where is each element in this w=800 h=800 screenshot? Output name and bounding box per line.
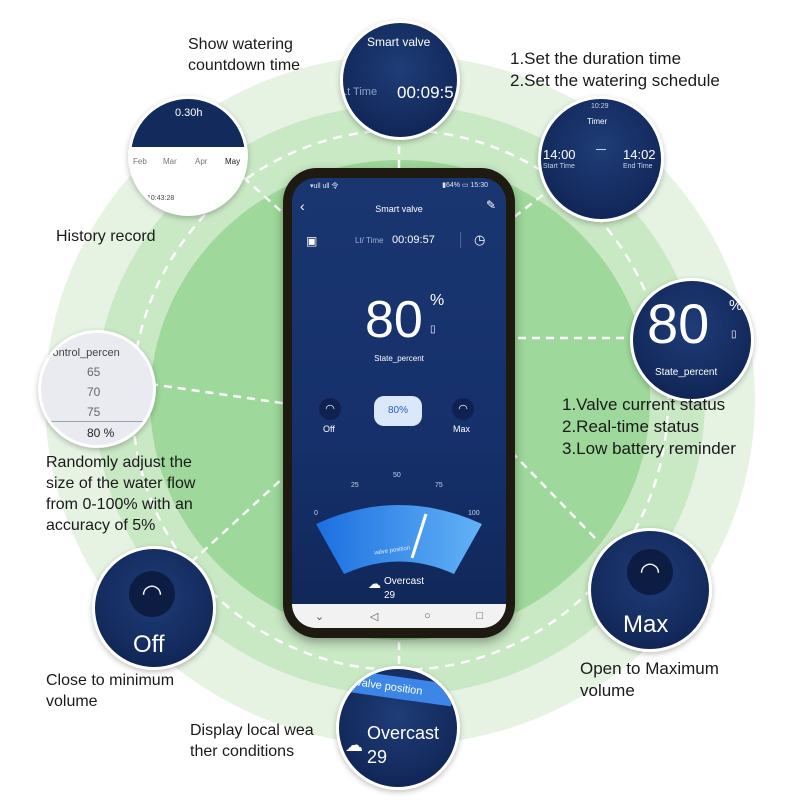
status-bar: ▾ull ull 令 ▮64% ▭ 15:30: [292, 178, 506, 192]
start-time-label: Start Time: [543, 163, 575, 170]
percent-selector[interactable]: 80%: [374, 396, 422, 426]
month-feb: Feb: [133, 157, 147, 166]
cloud-icon: ☁: [368, 576, 381, 591]
countdown-bubble: Smart valve Lt Time 00:09:5: [340, 20, 460, 140]
back-icon[interactable]: ‹: [300, 198, 305, 214]
gauge-tick-75: 75: [435, 482, 443, 489]
end-time-value: 14:02: [623, 147, 656, 162]
percent-option-selected[interactable]: 80 %: [87, 426, 115, 440]
clock-icon[interactable]: ◷: [474, 232, 486, 247]
max-gauge-icon[interactable]: ◠: [452, 398, 474, 420]
month-apr: Apr: [195, 157, 208, 166]
caption-status: 1.Valve current status 2.Real-time statu…: [562, 395, 736, 458]
status-bar-clock: ▮64% ▭ 15:30: [442, 182, 488, 189]
state-percent-value: 80: [365, 291, 423, 349]
control-percent-title: control_percen: [47, 347, 120, 359]
off-button-label[interactable]: Off: [323, 424, 335, 434]
edit-icon[interactable]: ✎: [485, 198, 496, 212]
weather-bubble: Valve position ☁ Overcast 29: [336, 666, 460, 790]
percent-option-75[interactable]: 75: [87, 405, 101, 419]
history-bubble: 0.30h Feb Mar Apr May 10:43:28: [128, 96, 248, 216]
max-button-label[interactable]: Max: [453, 424, 471, 434]
status-bubble: 80 % ▯ State_percent: [630, 278, 754, 402]
nav-recent-icon[interactable]: □: [476, 610, 484, 622]
month-mar: Mar: [163, 157, 177, 166]
caption-weather: Display local wea ther conditions: [190, 722, 314, 760]
status-bubble-unit: %: [729, 297, 743, 314]
start-time-value: 14:00: [543, 147, 576, 162]
percent-option-65[interactable]: 65: [87, 365, 101, 379]
nav-down-icon[interactable]: ⌄: [314, 610, 325, 623]
countdown-bubble-title: Smart valve: [367, 35, 431, 49]
gauge-tick-50: 50: [393, 472, 401, 479]
countdown-time: 00:09:57: [392, 234, 435, 246]
month-may: May: [225, 157, 241, 166]
gauge-tick-100: 100: [468, 510, 480, 517]
status-bubble-label: State_percent: [655, 367, 718, 378]
max-bubble-label: Max: [623, 611, 669, 638]
android-nav-bar: ⌄ ◁ ○ □: [292, 604, 506, 628]
caption-adjust: Randomly adjust the size of the water fl…: [46, 454, 196, 534]
gauge-tick-0: 0: [314, 510, 318, 517]
off-bubble-label: Off: [133, 631, 165, 658]
battery-icon: ▯: [430, 324, 436, 335]
nav-home-icon[interactable]: ○: [424, 610, 431, 622]
max-bubble: ◠ Max: [588, 528, 712, 652]
time-range-dash: [596, 149, 606, 150]
state-percent-unit: %: [430, 292, 445, 309]
off-gauge-large-icon: ◠: [129, 571, 175, 617]
countdown-bubble-time: 00:09:5: [397, 83, 454, 102]
schedule-bubble-clock: 10:29: [591, 103, 609, 110]
off-bubble: ◠ Off: [92, 546, 216, 670]
max-gauge-large-icon: ◠: [627, 549, 673, 595]
end-time-label: End Time: [623, 163, 653, 170]
percent-option-70[interactable]: 70: [87, 385, 101, 399]
status-bar-signal: ▾ull ull 令: [310, 183, 339, 190]
caption-schedule: 1.Set the duration time 2.Set the wateri…: [510, 49, 720, 90]
valve-position-gauge: [316, 505, 482, 574]
divider: [460, 232, 461, 248]
time-label: Lt/ Time: [355, 236, 384, 245]
page-title: Smart valve: [375, 204, 423, 214]
history-bubble-time: 10:43:28: [147, 195, 175, 202]
weather-bubble-temp: 29: [367, 747, 388, 767]
countdown-bubble-label: Lt Time: [341, 86, 378, 98]
weather-cloud-icon: ☁: [345, 735, 363, 755]
phone-screen: ▾ull ull 令 ▮64% ▭ 15:30 ‹ Smart valve ✎ …: [292, 178, 506, 628]
caption-countdown: Show watering countdown time: [188, 36, 301, 74]
nav-back-icon[interactable]: ◁: [369, 610, 379, 623]
state-percent-label: State_percent: [374, 354, 424, 363]
caption-max: Open to Maximum volume: [580, 659, 719, 700]
history-bubble-value: 0.30h: [175, 107, 203, 119]
history-icon[interactable]: ▣: [306, 234, 318, 248]
off-gauge-icon[interactable]: ◠: [319, 398, 341, 420]
weather-bubble-condition: Overcast: [367, 723, 440, 743]
status-battery-icon: ▯: [731, 329, 737, 340]
gauge-tick-25: 25: [351, 482, 359, 489]
schedule-bubble: 10:29 Timer 14:00 Start Time 14:02 End T…: [538, 96, 664, 222]
weather-temp: 29: [384, 590, 396, 601]
schedule-bubble-title: Timer: [587, 117, 608, 126]
control-percent-bubble: control_percen 65 70 75 80 %: [38, 330, 156, 448]
weather-condition: Overcast: [384, 576, 425, 587]
caption-off: Close to minimum volume: [46, 672, 175, 710]
status-bubble-value: 80: [647, 292, 710, 355]
caption-history: History record: [56, 228, 156, 245]
